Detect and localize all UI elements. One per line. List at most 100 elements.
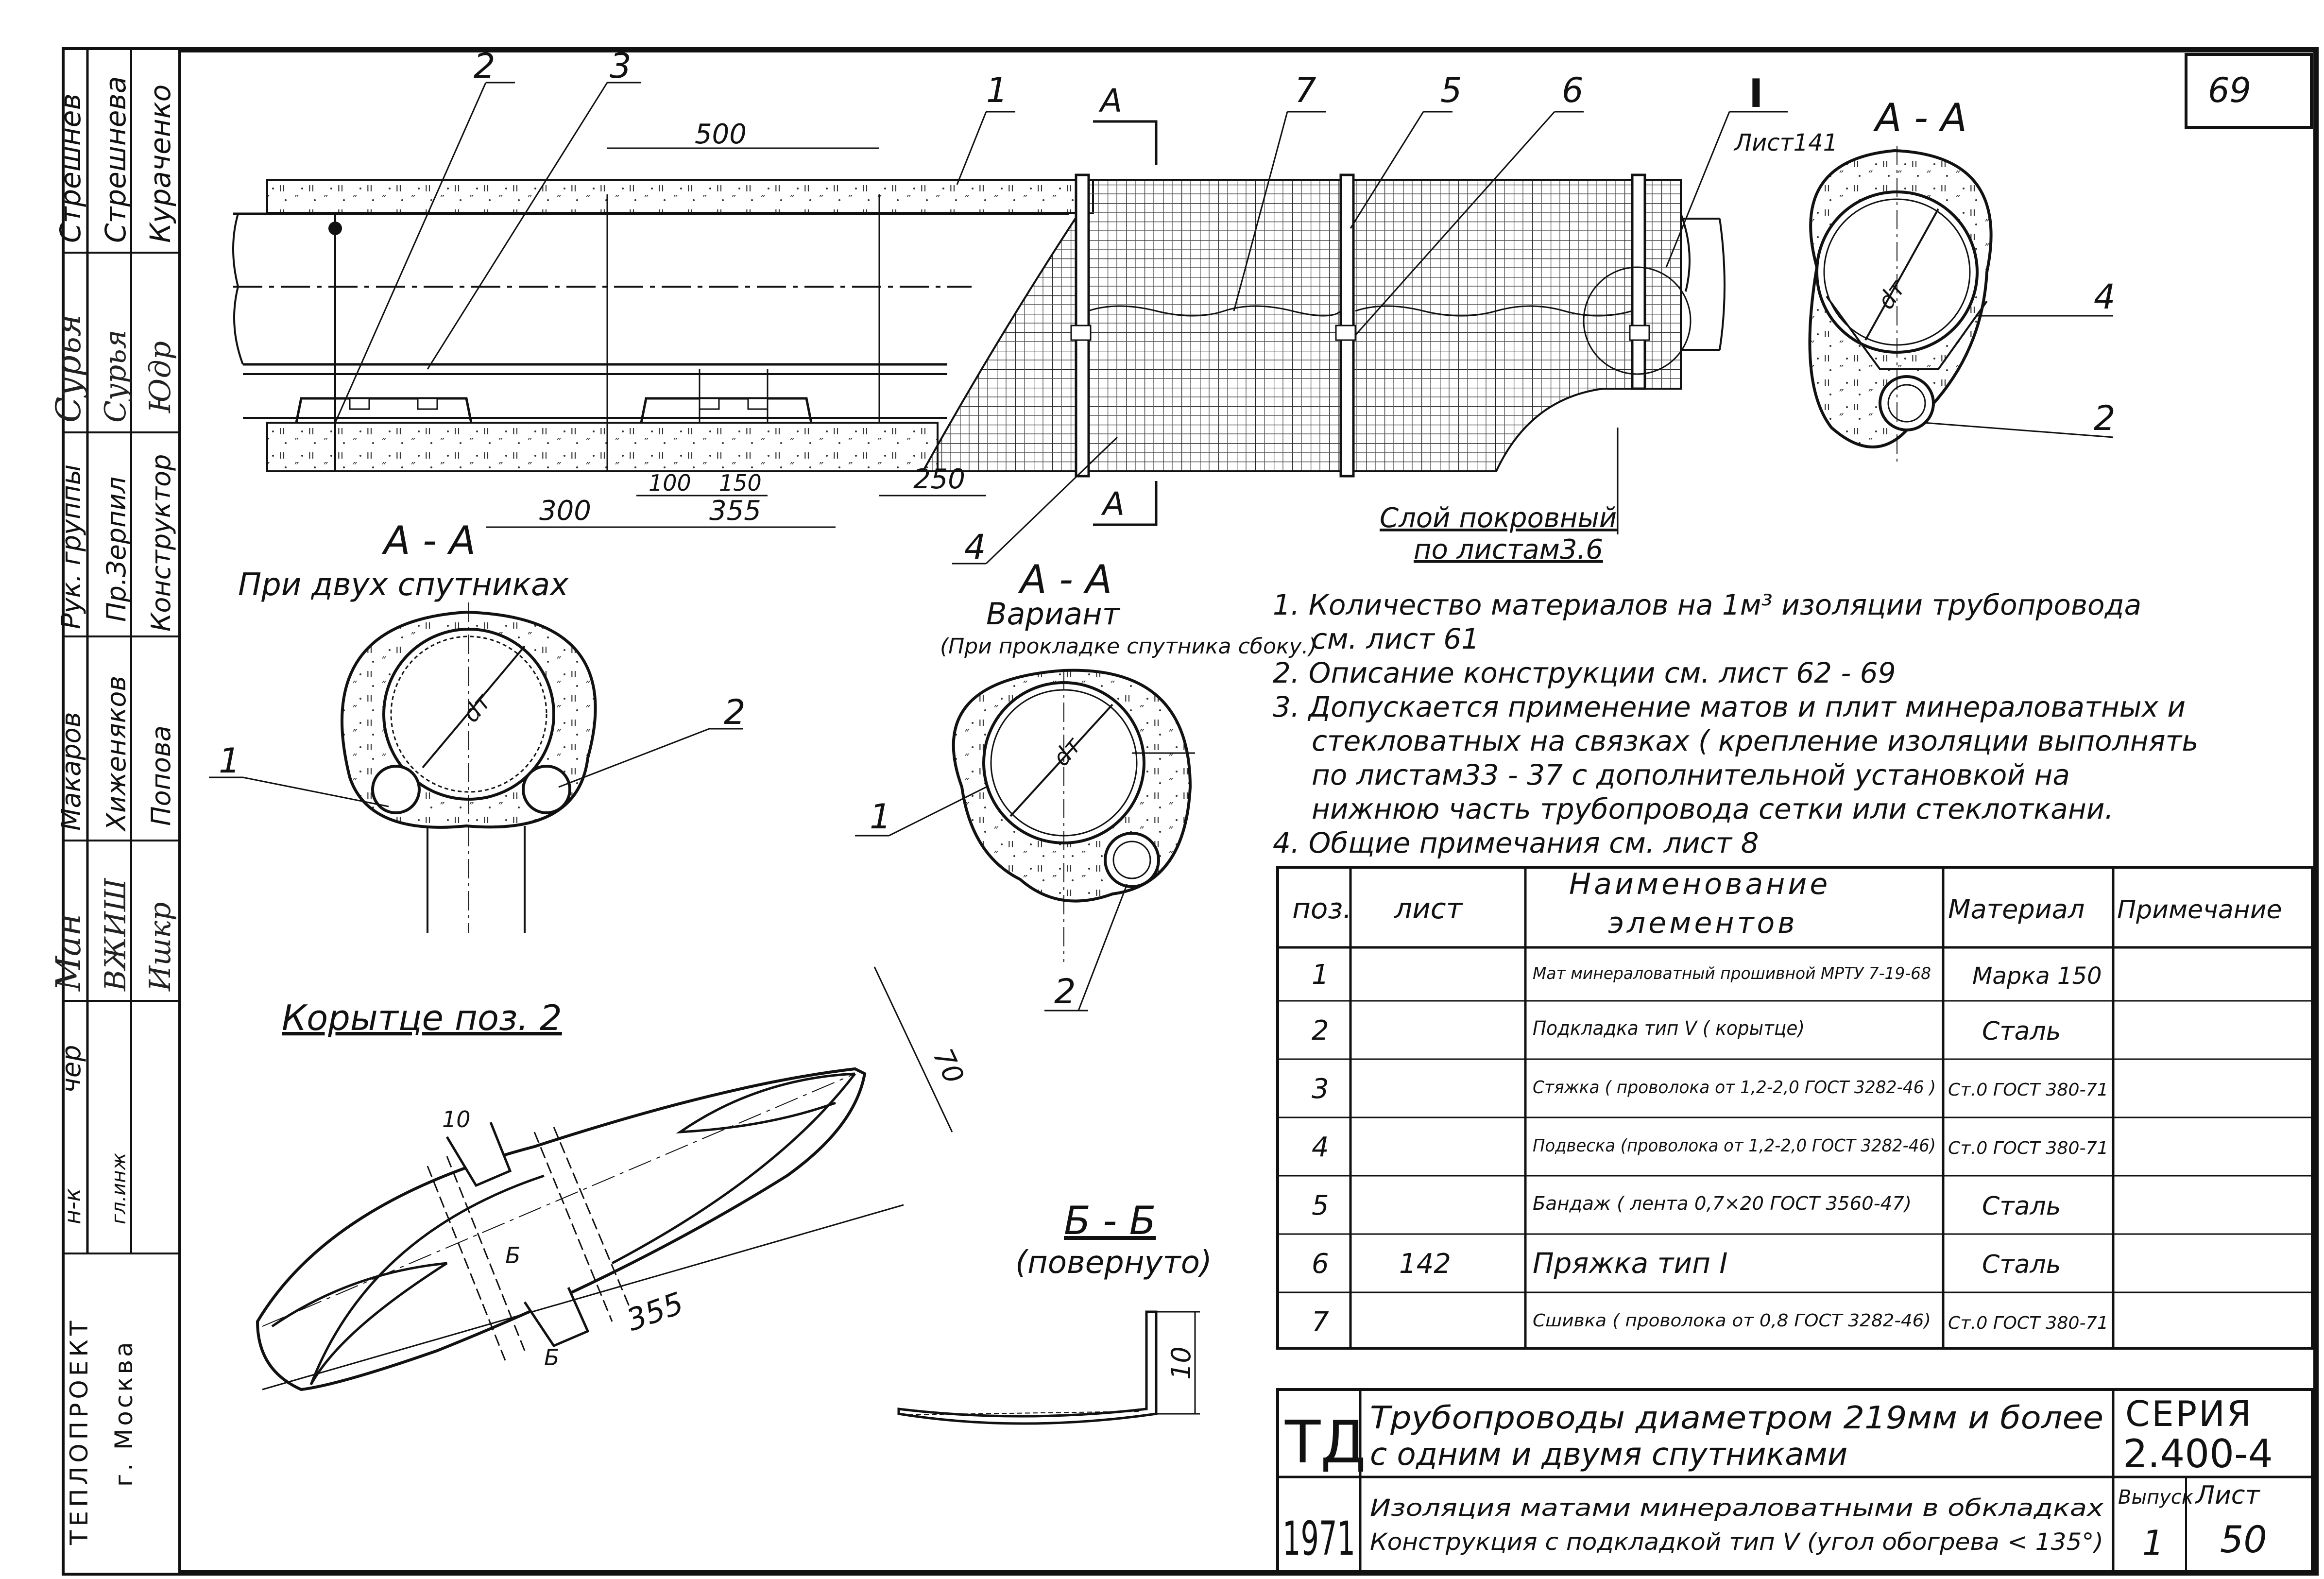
dim-500: 500: [695, 119, 747, 150]
title-sub-1: Изоляция матами минераловатными в обклад…: [1370, 1494, 2104, 1522]
row-7-material: Ст.0 ГОСТ 380-71: [1948, 1313, 2108, 1333]
trough-mark-b-1: Б: [505, 1242, 521, 1269]
stamp-org: ТЕПЛОПРОЕКТ: [65, 1317, 93, 1545]
table-row: 2 Подкладка тип V ( корытце) Сталь: [1312, 1015, 2061, 1047]
stamp-sign-2: Сурья: [99, 329, 133, 423]
sheet-value: 50: [2220, 1518, 2267, 1561]
sheet-label: Лист: [2195, 1481, 2260, 1510]
th-sheet: лист: [1394, 892, 1464, 925]
stamp-name-b: Кураченко: [144, 85, 177, 243]
section-mark-top: А: [1098, 82, 1122, 120]
stamp-city: г. Москва: [110, 1339, 138, 1487]
callout-6: 6: [1562, 70, 1584, 110]
detail-mark: I: [1749, 71, 1763, 116]
general-notes: 1. Количество материалов на 1м³ изоляции…: [1273, 588, 2199, 859]
th-name-2: элементов: [1608, 906, 1798, 940]
section-aa-top-title: А - А: [1873, 95, 1967, 140]
series-value: 2.400-4: [2123, 1431, 2273, 1476]
th-material: Материал: [1948, 894, 2085, 925]
section-variant-callout-1: 1: [870, 797, 891, 837]
table-row: 3 Стяжка ( проволока от 1,2-2,0 ГОСТ 328…: [1312, 1073, 2108, 1105]
row-1-name: Мат минераловатный прошивной МРТУ 7-19-6…: [1533, 964, 1931, 983]
row-2-material: Сталь: [1982, 1017, 2061, 1046]
stamp-cher: чер: [56, 1045, 86, 1093]
row-3-name: Стяжка ( проволока от 1,2-2,0 ГОСТ 3282-…: [1533, 1078, 1936, 1098]
section-two-title: А - А: [381, 518, 476, 563]
stamp-glinzh: гл.инж: [108, 1153, 130, 1224]
section-aa-top: А - А dт 4 2: [1808, 95, 2116, 466]
row-7-pos: 7: [1312, 1306, 1329, 1338]
dim-355: 355: [709, 495, 761, 527]
table-row: 4 Подвеска (проволока от 1,2-2,0 ГОСТ 32…: [1312, 1132, 2108, 1163]
section-aa-top-callout-4: 4: [2094, 277, 2116, 317]
table-row: 7 Сшивка ( проволока от 0,8 ГОСТ 3282-46…: [1312, 1306, 2108, 1338]
trough-detail: Корытце поз. 2 10 Б Б 70 355: [256, 966, 970, 1391]
title-sub-2: Конструкция с подкладкой тип V (угол обо…: [1370, 1528, 2103, 1556]
dim-150: 150: [719, 470, 762, 496]
stamp-popova: Попова: [146, 725, 176, 826]
row-5-name: Бандаж ( лента 0,7×20 ГОСТ 3560-47): [1533, 1193, 1912, 1214]
section-variant-callout-2: 2: [1054, 972, 1076, 1012]
trough-dim-355: 355: [622, 1285, 688, 1338]
trough-dim-10: 10: [442, 1106, 471, 1133]
title-td: ТД: [1284, 1409, 1366, 1476]
stamp-name-top: Стрешнев: [54, 93, 87, 243]
row-2-pos: 2: [1312, 1015, 1329, 1047]
trough-dim-70: 70: [926, 1044, 970, 1088]
section-bb-dim-10: 10: [1166, 1346, 1196, 1380]
row-4-name: Подвеска (проволока от 1,2-2,0 ГОСТ 3282…: [1533, 1136, 1936, 1156]
note-line-2: см. лист 61: [1312, 622, 1479, 655]
title-line-1: Трубопроводы диаметром 219мм и более: [1370, 1400, 2103, 1436]
stamp-sign-6: Ишкр: [143, 902, 177, 992]
title-year: 1971: [1282, 1511, 1355, 1566]
section-variant: А - А Вариант (При прокладке спутника сб…: [855, 557, 1317, 1012]
callout-3: 3: [610, 46, 632, 86]
row-6-pos: 6: [1312, 1248, 1329, 1280]
note-line-7: нижнюю часть трубопровода сетки или стек…: [1312, 792, 2114, 825]
note-line-5: стекловатных на связках ( крепление изол…: [1312, 724, 2199, 757]
section-variant-title: А - А: [1018, 557, 1112, 602]
row-4-pos: 4: [1312, 1132, 1329, 1163]
trough-mark-b-2: Б: [544, 1344, 560, 1371]
trough-title: Корытце поз. 2: [282, 997, 562, 1038]
stamp-sign-3: Юдр: [143, 341, 177, 413]
row-3-material: Ст.0 ГОСТ 380-71: [1948, 1080, 2108, 1100]
row-6-material: Сталь: [1982, 1250, 2061, 1279]
table-row: 1 Мат минераловатный прошивной МРТУ 7-19…: [1312, 959, 2102, 991]
row-6-name: Пряжка тип I: [1533, 1247, 1728, 1280]
title-block: ТД 1971 Трубопроводы диаметром 219мм и б…: [1276, 1388, 2314, 1573]
note-line-1: 1. Количество материалов на 1м³ изоляции…: [1273, 588, 2141, 621]
stamp-sign-1: Сурья: [49, 314, 88, 423]
section-bb: Б - Б (повернуто) 10: [897, 1198, 1212, 1425]
sheet-number: 69: [2208, 70, 2251, 110]
row-4-material: Ст.0 ГОСТ 380-71: [1948, 1138, 2108, 1158]
callout-4: 4: [964, 527, 986, 567]
section-two-callout-1: 1: [219, 741, 240, 781]
section-variant-subtitle: Вариант: [986, 596, 1121, 632]
th-name-1: Наименование: [1569, 867, 1830, 901]
stamp-sign-4: Ман: [49, 913, 88, 992]
row-5-material: Сталь: [1982, 1192, 2061, 1221]
callout-2: 2: [474, 46, 496, 86]
section-bb-subtitle: (повернуто): [1015, 1245, 1212, 1281]
stamp-role-konstr: Конструктор: [146, 454, 176, 632]
note-line-4: 3. Допускается применение матов и плит м…: [1273, 690, 2186, 723]
stamp-nach: н-к: [59, 1188, 85, 1224]
section-variant-subtitle2: (При прокладке спутника сбоку.): [940, 634, 1317, 659]
cover-note-2: по листам3.6: [1414, 534, 1603, 566]
issue-label: Выпуск: [2118, 1486, 2193, 1509]
cover-note-1: Слой покровный: [1380, 502, 1617, 534]
spec-table: поз. лист Наименование элементов Материа…: [1276, 866, 2314, 1350]
row-6-sheet: 142: [1399, 1248, 1451, 1280]
issue-value: 1: [2142, 1523, 2164, 1563]
note-line-6: по листам33 - 37 с дополнительной устано…: [1312, 758, 2070, 791]
stamp-ruk-name: Пр.Зерпил: [101, 477, 132, 622]
section-two-callout-2: 2: [724, 692, 746, 732]
row-3-pos: 3: [1312, 1073, 1329, 1105]
dim-100: 100: [649, 470, 691, 496]
row-1-material: Марка 150: [1972, 962, 2102, 990]
dim-300: 300: [539, 495, 591, 527]
row-1-pos: 1: [1312, 959, 1329, 991]
stamp-name-a: Стрешнева: [99, 76, 132, 243]
section-two-satellites: А - А При двух спутниках dт 1 2: [209, 518, 746, 933]
